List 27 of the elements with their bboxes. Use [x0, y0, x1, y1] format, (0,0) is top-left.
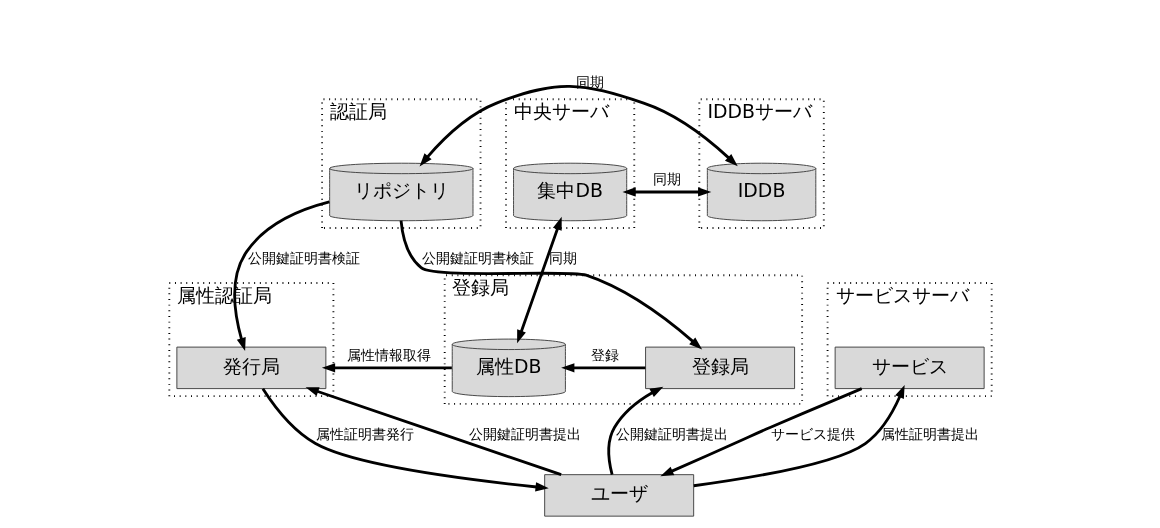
arrow	[659, 387, 862, 477]
edge-label: 属性情報取得	[346, 347, 431, 364]
node-box: サービス	[834, 346, 985, 390]
edge-label: 登録	[590, 347, 619, 364]
arrow	[622, 187, 711, 197]
edge-label: 公開鍵証明書提出	[615, 425, 728, 442]
edge-label: サービス提供	[770, 425, 855, 442]
arrow	[305, 387, 562, 476]
arrow	[516, 216, 562, 344]
edge-label: 公開鍵証明書提出	[468, 425, 581, 442]
edge-label: 公開鍵証明書検証	[247, 249, 360, 266]
arrow	[419, 84, 738, 167]
arrow	[261, 388, 549, 492]
node-box: 登録局	[644, 346, 795, 390]
node-box: ユーザ	[543, 474, 694, 517]
edge-label: 属性証明書提出	[880, 425, 979, 442]
arrow	[321, 363, 452, 373]
edge-label: 同期	[652, 171, 681, 188]
edge-label: 属性証明書発行	[315, 425, 414, 442]
arrow	[232, 200, 330, 352]
arrow	[606, 386, 663, 475]
arrow	[560, 363, 645, 373]
arrow	[399, 220, 702, 350]
edge-label: 同期	[548, 249, 577, 266]
node-box: 発行局	[175, 346, 326, 390]
arrow	[693, 384, 905, 488]
edge-label: 公開鍵証明書検証	[421, 249, 534, 266]
